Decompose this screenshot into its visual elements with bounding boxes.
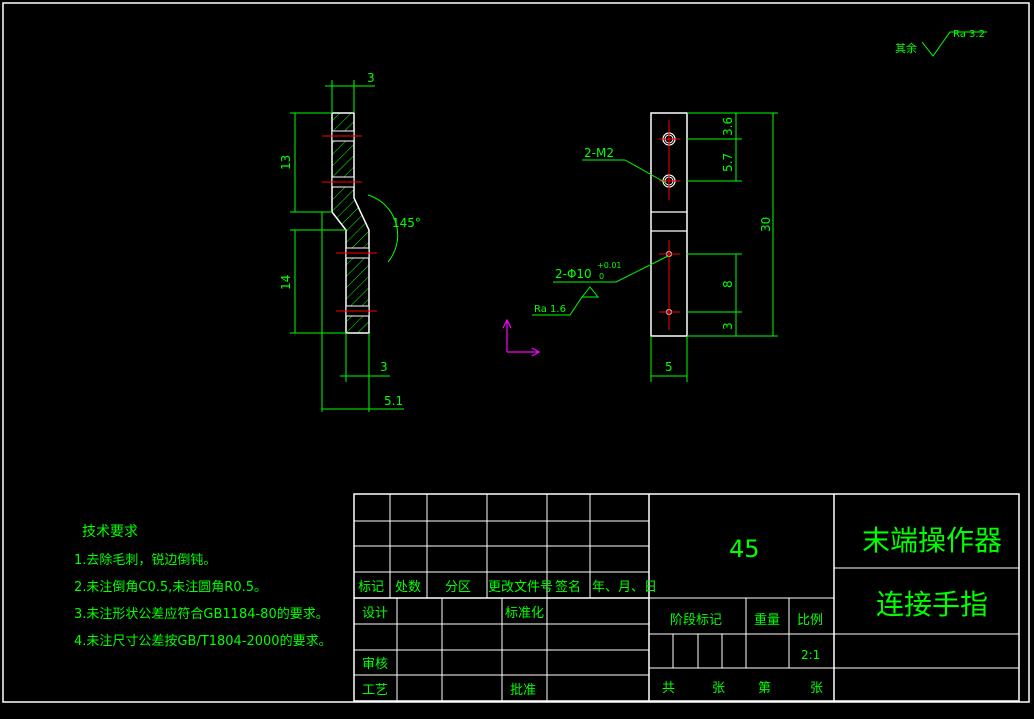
front-view-outline xyxy=(650,112,688,337)
sheet-unit-label: 张 xyxy=(712,681,725,696)
design-label: 设计 xyxy=(362,606,388,621)
tech-title: 技术要求 xyxy=(82,524,138,540)
side-dim-lower: 14 xyxy=(279,275,293,290)
front-roughness: Ra 1.6 xyxy=(534,304,566,315)
roughness-value: Ra 3.2 xyxy=(953,29,985,40)
review-label: 审核 xyxy=(362,657,388,672)
process-label: 工艺 xyxy=(362,683,388,698)
ucs-icon xyxy=(502,318,541,357)
material-value: 45 xyxy=(729,535,760,563)
roughness-prefix: 其余 xyxy=(895,41,917,55)
roughness-symbol-icon xyxy=(532,286,600,316)
front-dim-top-gap: 3.6 xyxy=(721,117,735,136)
front-label-pin-tolerance-low: 0 xyxy=(599,272,604,281)
header-count: 处数 xyxy=(395,580,421,595)
drawing-frame xyxy=(2,2,1030,703)
side-dim-top: 3 xyxy=(367,71,375,85)
header-change-doc: 更改文件号 xyxy=(488,580,553,595)
sheet-num-label: 第 xyxy=(758,681,771,696)
header-date: 年、月、日 xyxy=(592,580,657,595)
tech-requirements: 技术要求 1.去除毛刺，锐边倒钝。 2.未注倒角C0.5,未注圆角R0.5。 3… xyxy=(74,524,332,649)
stage-label: 阶段标记 xyxy=(670,613,722,628)
front-view: 2-M2 2-Φ10 +0.01 0 Ra 1.6 3.6 5.7 30 8 3… xyxy=(532,112,778,382)
part-assembly: 末端操作器 xyxy=(862,524,1002,557)
front-dim-hole-spacing: 5.7 xyxy=(721,153,735,172)
header-zone: 分区 xyxy=(445,580,471,595)
section-hatch xyxy=(332,113,369,333)
front-dim-width: 5 xyxy=(665,360,673,374)
scale-value: 2:1 xyxy=(801,648,820,662)
side-view: 3 13 14 145° 3 5.1 xyxy=(279,71,421,412)
scale-label: 比例 xyxy=(797,613,823,628)
tech-item: 4.未注尺寸公差按GB/T1804-2000的要求。 xyxy=(74,633,332,649)
tech-item: 3.未注形状公差应符合GB1184-80的要求。 xyxy=(74,606,329,622)
front-label-pin-holes: 2-Φ10 xyxy=(555,267,592,281)
title-block: 标记 处数 分区 更改文件号 签名 年、月、日 设计 标准化 审核 工艺 批准 … xyxy=(353,493,1020,702)
front-dim-lower-spacing: 8 xyxy=(721,280,735,288)
part-name: 连接手指 xyxy=(876,588,988,621)
header-signature: 签名 xyxy=(555,579,581,595)
angle-arc xyxy=(367,194,399,263)
front-label-pin-tolerance: +0.01 xyxy=(597,261,622,270)
weight-label: 重量 xyxy=(754,612,780,628)
roughness-general-note: 其余 Ra 3.2 xyxy=(895,29,987,57)
front-dim-total-height: 30 xyxy=(759,217,773,232)
approve-label: 批准 xyxy=(510,683,536,698)
tech-item: 1.去除毛刺，锐边倒钝。 xyxy=(74,553,216,568)
roughness-symbol-icon xyxy=(921,31,987,57)
side-dim-angle: 145° xyxy=(392,216,421,230)
sheet-total-label: 共 xyxy=(662,681,675,696)
front-label-tapped-holes: 2-M2 xyxy=(584,146,614,160)
front-dim-bottom-gap: 3 xyxy=(721,322,735,330)
sheet-unit-label-2: 张 xyxy=(810,681,823,696)
standardize-label: 标准化 xyxy=(505,606,544,621)
side-dim-total-width: 5.1 xyxy=(384,394,403,408)
tech-item: 2.未注倒角C0.5,未注圆角R0.5。 xyxy=(74,580,267,595)
side-dim-upper: 13 xyxy=(279,155,293,170)
side-dim-bottom: 3 xyxy=(380,360,388,374)
header-mark: 标记 xyxy=(358,580,384,595)
